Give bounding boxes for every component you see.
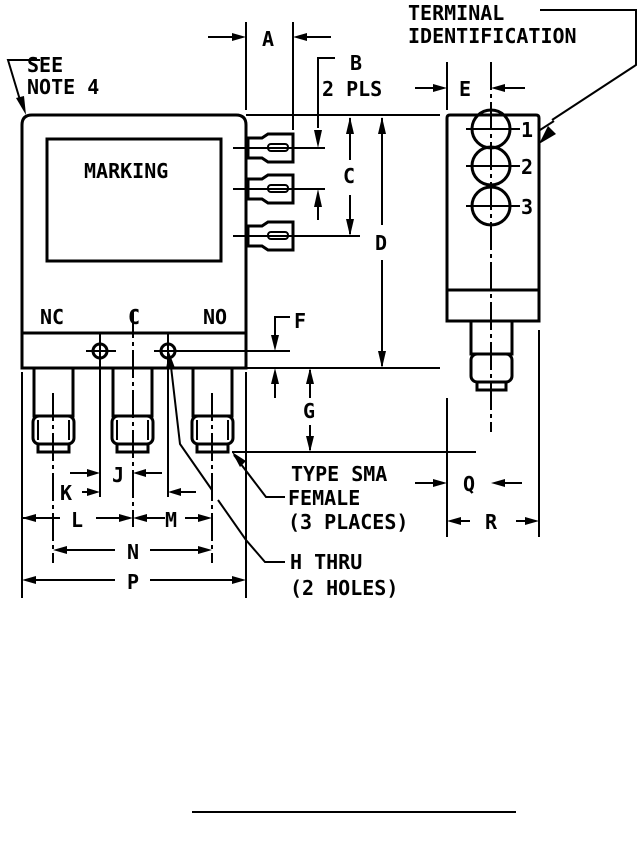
dim-b-pls: 2 PLS xyxy=(322,77,382,101)
terminal-id-label-2: IDENTIFICATION xyxy=(408,24,577,48)
port-label-no: NO xyxy=(203,305,227,329)
dim-c: C xyxy=(343,164,355,188)
port-label-nc: NC xyxy=(40,305,64,329)
holes-label-2: (2 HOLES) xyxy=(290,576,398,600)
dim-g: G xyxy=(303,399,315,423)
terminal-label-2: 2 xyxy=(521,155,533,179)
dim-q: Q xyxy=(463,472,475,496)
dimension-labels: A B 2 PLS E C D F G J K L M N P Q R TERM… xyxy=(27,1,577,600)
dim-p: P xyxy=(127,570,139,594)
dim-m: M xyxy=(165,508,177,532)
dim-e: E xyxy=(459,77,471,101)
holes-label-1: H THRU xyxy=(290,550,362,574)
dim-r: R xyxy=(485,510,498,534)
terminal-label-1: 1 xyxy=(521,118,533,142)
dim-k: K xyxy=(60,481,72,505)
marking-label: MARKING xyxy=(84,159,168,183)
dimension-lines xyxy=(6,9,637,813)
see-note-label-2: NOTE 4 xyxy=(27,75,99,99)
front-view: MARKING NC C NO xyxy=(20,113,360,563)
dim-n: N xyxy=(127,540,139,564)
dim-a: A xyxy=(262,27,274,51)
sma-label-1: TYPE SMA xyxy=(291,462,387,486)
dim-f: F xyxy=(294,309,306,333)
port-label-c: C xyxy=(128,305,140,329)
solder-terminals xyxy=(233,132,360,252)
dim-l: L xyxy=(71,508,83,532)
side-view: 1 2 3 xyxy=(445,62,541,432)
terminal-label-3: 3 xyxy=(521,195,533,219)
dim-d: D xyxy=(375,231,387,255)
sma-label-2: FEMALE xyxy=(288,486,360,510)
terminal-id-label-1: TERMINAL xyxy=(408,1,504,25)
dim-b: B xyxy=(350,51,362,75)
dim-j: J xyxy=(112,463,124,487)
sma-label-3: (3 PLACES) xyxy=(288,510,408,534)
body-outline xyxy=(20,113,248,370)
marking-area xyxy=(45,137,223,263)
see-note-label-1: SEE xyxy=(27,53,63,77)
